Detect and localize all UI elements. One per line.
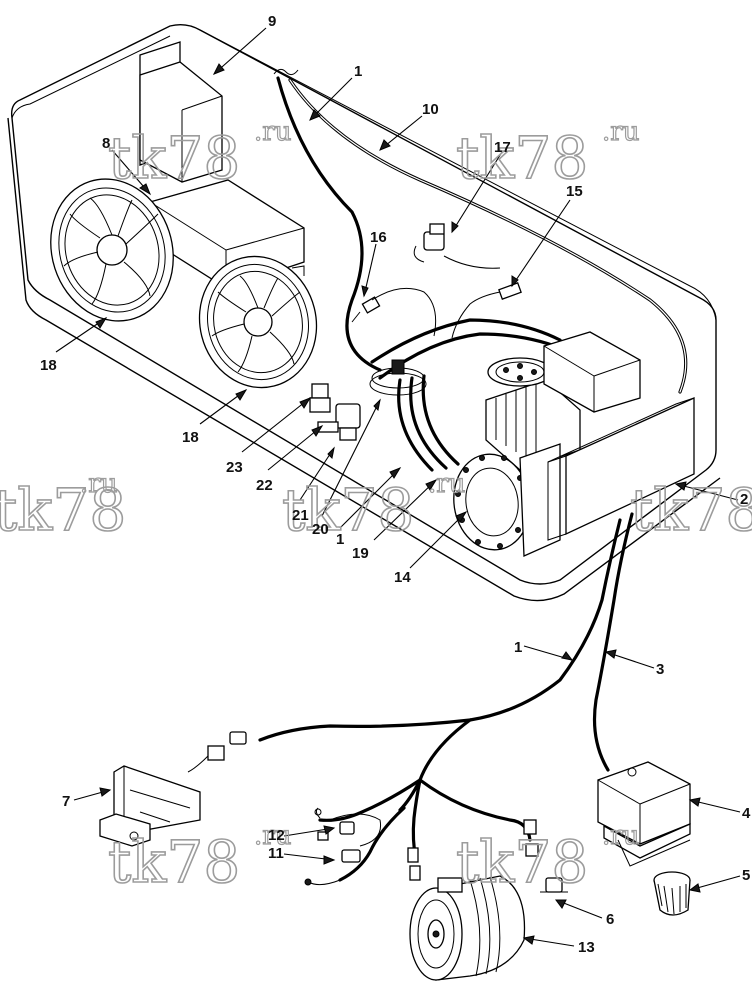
- callout-8: 8: [102, 135, 110, 152]
- callout-18: 18: [182, 429, 199, 446]
- solenoid-valve-22: [317, 403, 361, 441]
- callout-5: 5: [742, 867, 750, 884]
- bracket-7: [99, 765, 201, 847]
- fan-left-18: [50, 178, 174, 322]
- callout-12: 12: [268, 827, 285, 844]
- valve-17: [413, 223, 501, 269]
- callout-22: 22: [256, 477, 273, 494]
- electrical-box-2: [547, 396, 695, 541]
- callout-3: 3: [656, 661, 664, 678]
- ac-compressor-13: [409, 875, 526, 981]
- callout-21: 21: [292, 507, 309, 524]
- junction-box-4: [597, 761, 691, 867]
- callout-16: 16: [370, 229, 387, 246]
- callout-2: 2: [740, 491, 748, 508]
- watermark-main: tk78: [456, 828, 588, 896]
- fan-right-18: [198, 255, 318, 389]
- watermark-main: tk78: [456, 124, 588, 192]
- watermark-suffix: .ru: [254, 821, 291, 851]
- watermark-main: tk78: [108, 124, 240, 192]
- clamp-19: [369, 359, 427, 396]
- callout-13: 13: [578, 939, 595, 956]
- leader-lines: [55, 27, 741, 947]
- callout-20: 20: [312, 521, 329, 538]
- relay-23: [309, 383, 331, 413]
- callout-19: 19: [352, 545, 369, 562]
- harness-branches: [187, 731, 539, 886]
- unit-housing: [7, 23, 721, 602]
- callout-23: 23: [226, 459, 243, 476]
- callout-7: 7: [62, 793, 70, 810]
- callout-1: 1: [336, 531, 344, 548]
- sensor-15: [451, 282, 522, 339]
- watermarks: tk78 .ru tk78 .ru tk78 .ru tk78 .ru tk78…: [0, 116, 752, 896]
- callout-10: 10: [422, 101, 439, 118]
- callout-17: 17: [494, 139, 511, 156]
- leader-arrowheads: [95, 63, 701, 945]
- callout-11: 11: [268, 845, 284, 862]
- callout-9: 9: [268, 13, 276, 30]
- watermark-suffix: .ru: [254, 117, 291, 147]
- watermark-suffix: .ru: [80, 469, 117, 499]
- harness-cables-upper: [273, 68, 688, 472]
- sensor-16: [351, 287, 437, 337]
- watermark-main: tk78: [282, 476, 414, 544]
- callout-6: 6: [606, 911, 614, 928]
- compressor-14: [453, 331, 641, 557]
- callout-1: 1: [514, 639, 522, 656]
- callout-14: 14: [394, 569, 411, 586]
- watermark-main: tk78: [0, 476, 126, 544]
- callout-labels: 9 1 8 10 17 15 16 18 18 23 22 21 20 1 19…: [40, 13, 751, 956]
- control-box-9: [139, 41, 223, 183]
- watermark-suffix: .ru: [602, 117, 639, 147]
- pressure-switch-6: [540, 877, 568, 893]
- callout-18: 18: [40, 357, 57, 374]
- filter-cap-5: [653, 871, 691, 916]
- callout-4: 4: [742, 805, 751, 822]
- watermark-main: tk78: [108, 828, 240, 896]
- watermark-main: tk78: [630, 476, 752, 544]
- callout-15: 15: [566, 183, 583, 200]
- callout-1: 1: [354, 63, 362, 80]
- watermark-suffix: .ru: [428, 469, 465, 499]
- watermark-suffix: .ru: [602, 821, 639, 851]
- harness-cables-lower: [258, 512, 634, 812]
